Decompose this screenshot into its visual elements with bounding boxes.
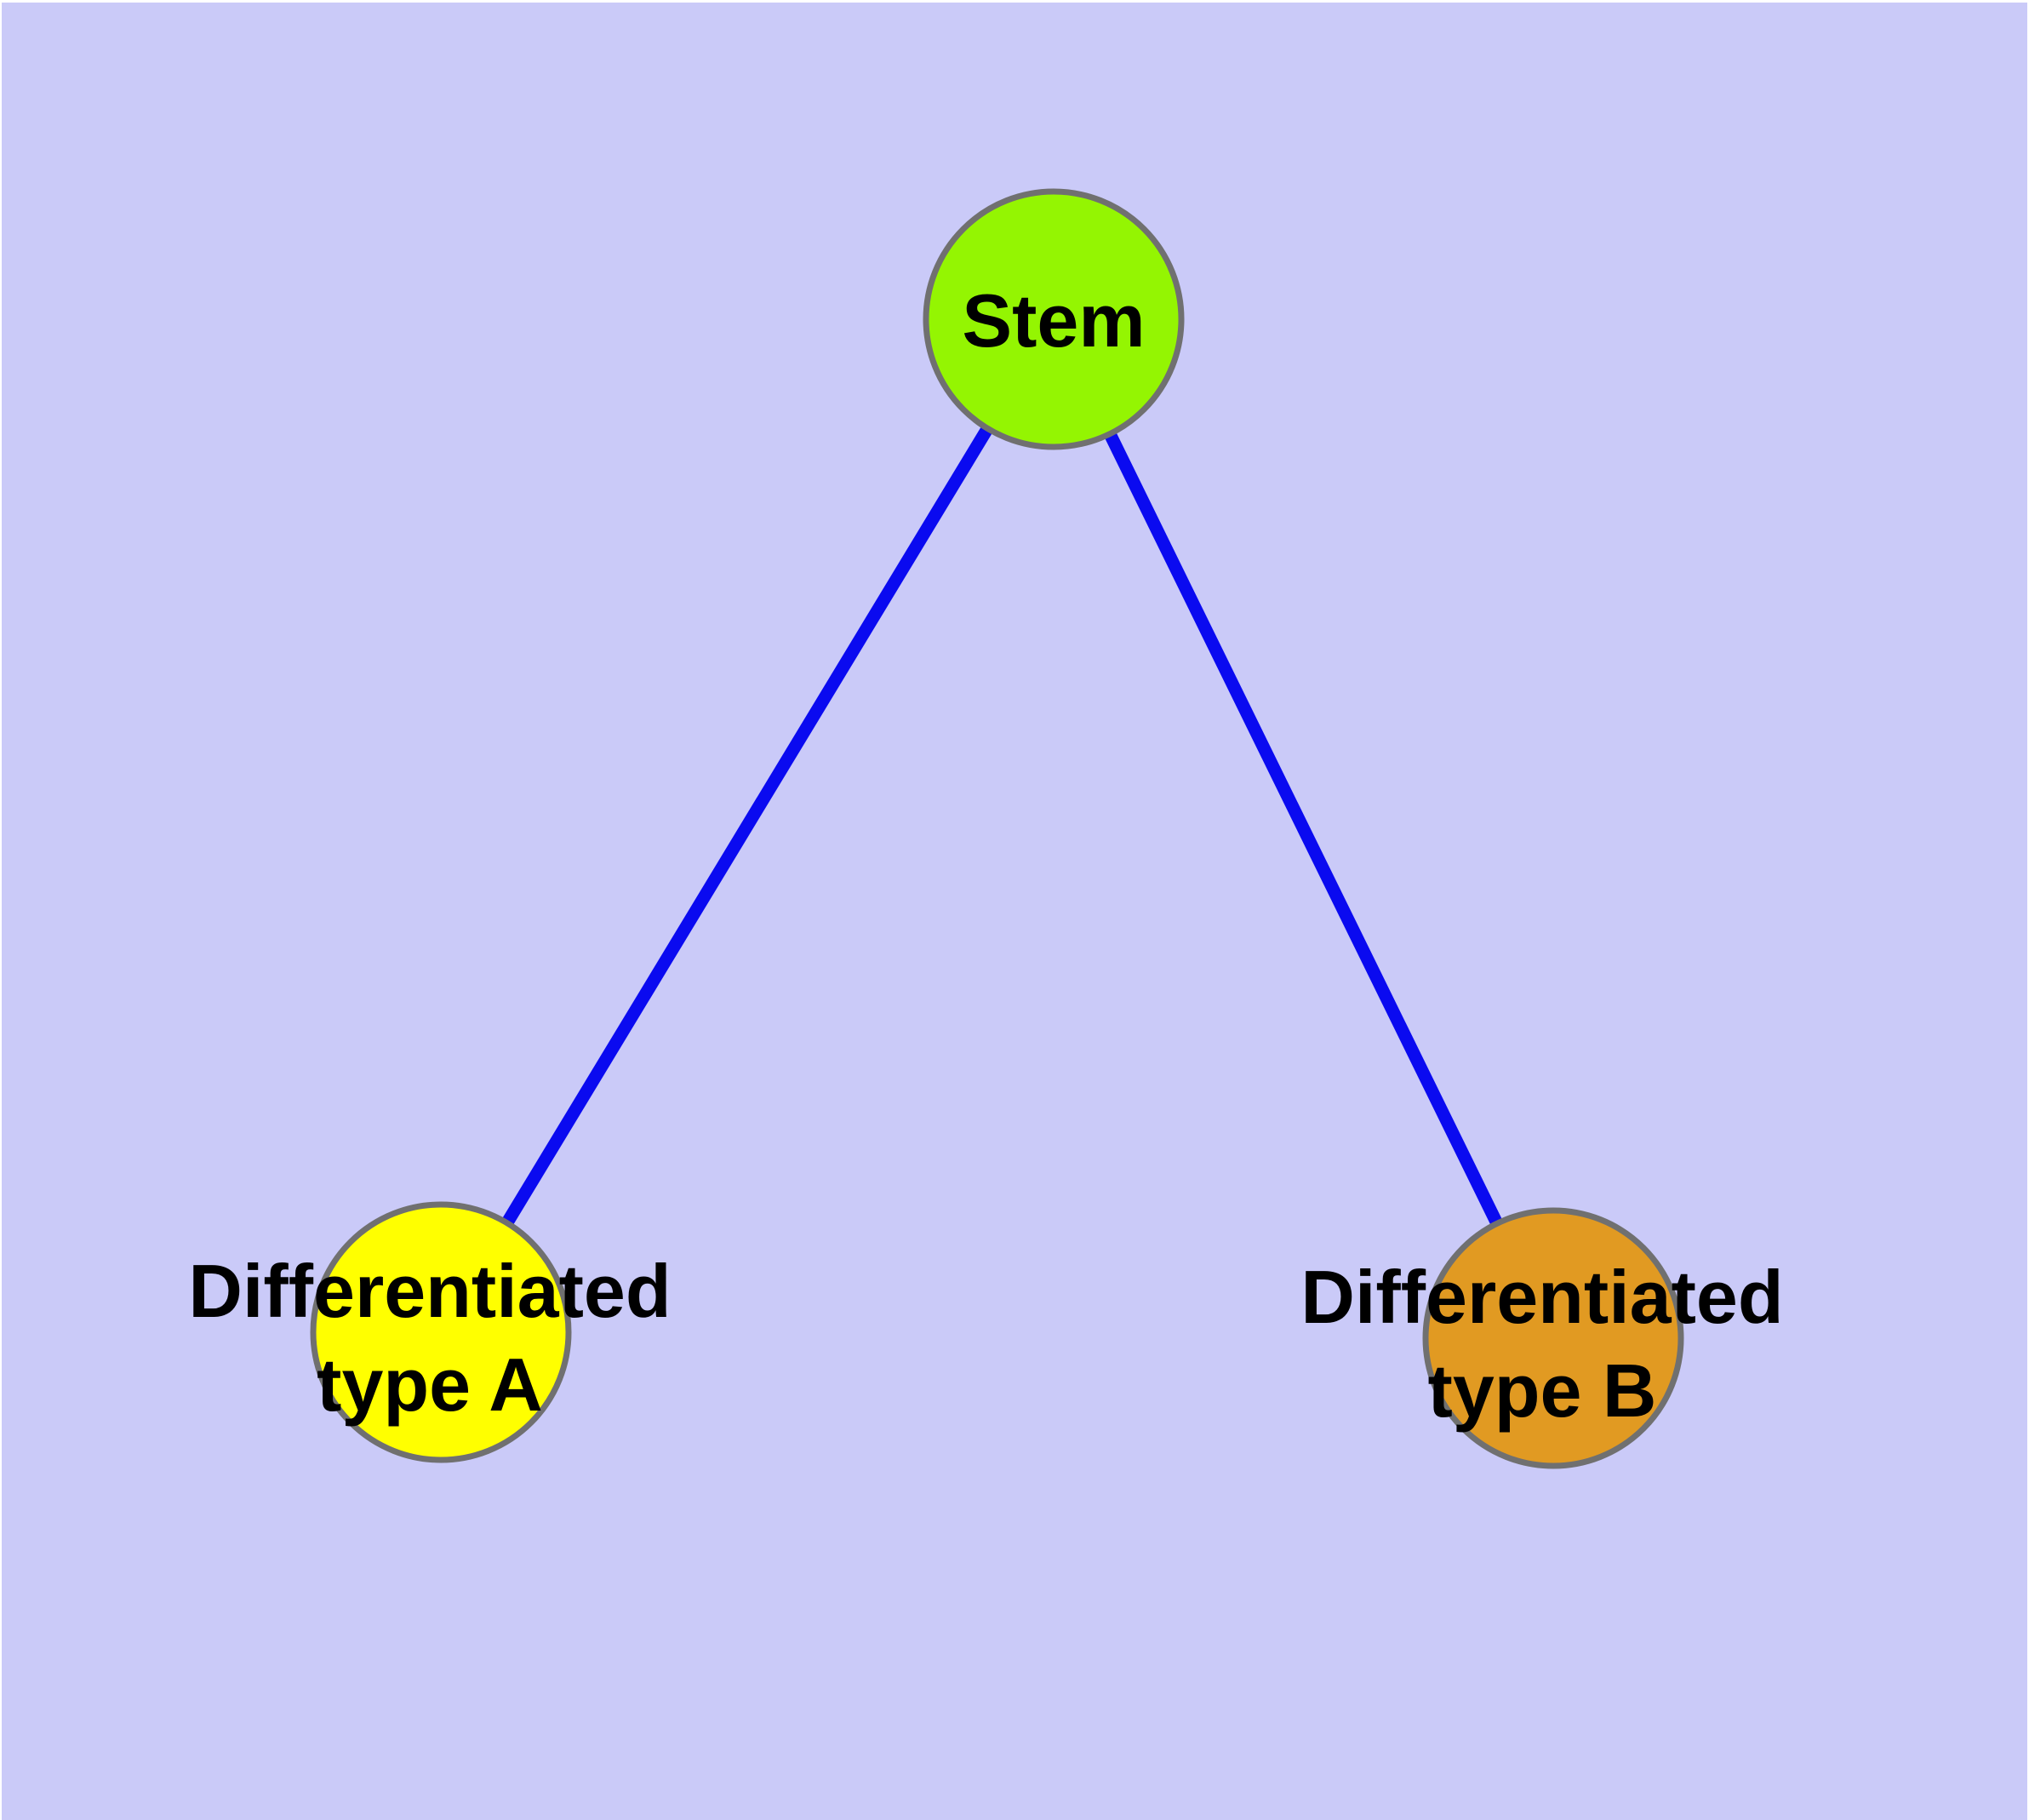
edge-stem-to-type-b <box>1048 316 1559 1342</box>
differentiated-type-b-node-circle <box>1422 1207 1684 1469</box>
edge-stem-to-type-a <box>435 316 1060 1336</box>
differentiated-type-a-node-circle <box>310 1201 572 1463</box>
node-stem: Stem <box>923 188 1185 450</box>
stem-node-circle <box>923 188 1185 450</box>
stem-node-label: Stem <box>962 278 1145 363</box>
